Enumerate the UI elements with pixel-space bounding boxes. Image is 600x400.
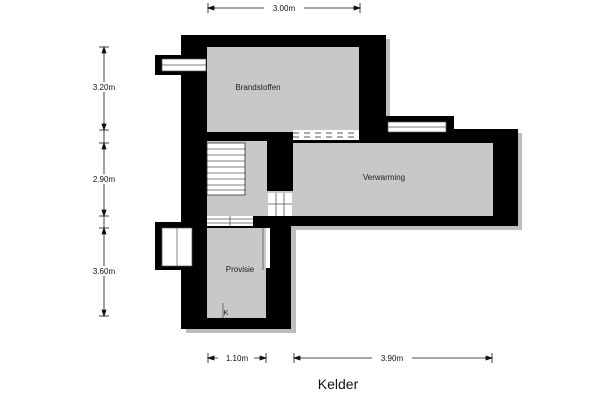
room-label-brandstoffen: Brandstoffen bbox=[235, 83, 280, 92]
dim-bottom-left-width: 1.10m bbox=[226, 354, 249, 363]
dim-left-top-height: 3.20m bbox=[93, 83, 116, 92]
dim-left-bottom-height: 3.60m bbox=[93, 267, 116, 276]
dim-bottom-right-width: 3.90m bbox=[381, 354, 404, 363]
dim-left-mid-height: 2.90m bbox=[93, 175, 116, 184]
room-provisie bbox=[207, 228, 266, 318]
room-label-kast: K bbox=[224, 310, 229, 317]
dim-top-width: 3.00m bbox=[273, 4, 296, 13]
windows bbox=[161, 58, 447, 267]
room-label-provisie: Provisie bbox=[226, 265, 255, 274]
plan-title: Kelder bbox=[318, 376, 359, 392]
room-verwarming bbox=[293, 143, 493, 216]
staircase bbox=[206, 142, 246, 196]
passages bbox=[207, 130, 359, 318]
room-label-verwarming: Verwarming bbox=[363, 173, 405, 182]
room-brandstoffen bbox=[207, 47, 359, 132]
room-kast bbox=[207, 306, 243, 318]
